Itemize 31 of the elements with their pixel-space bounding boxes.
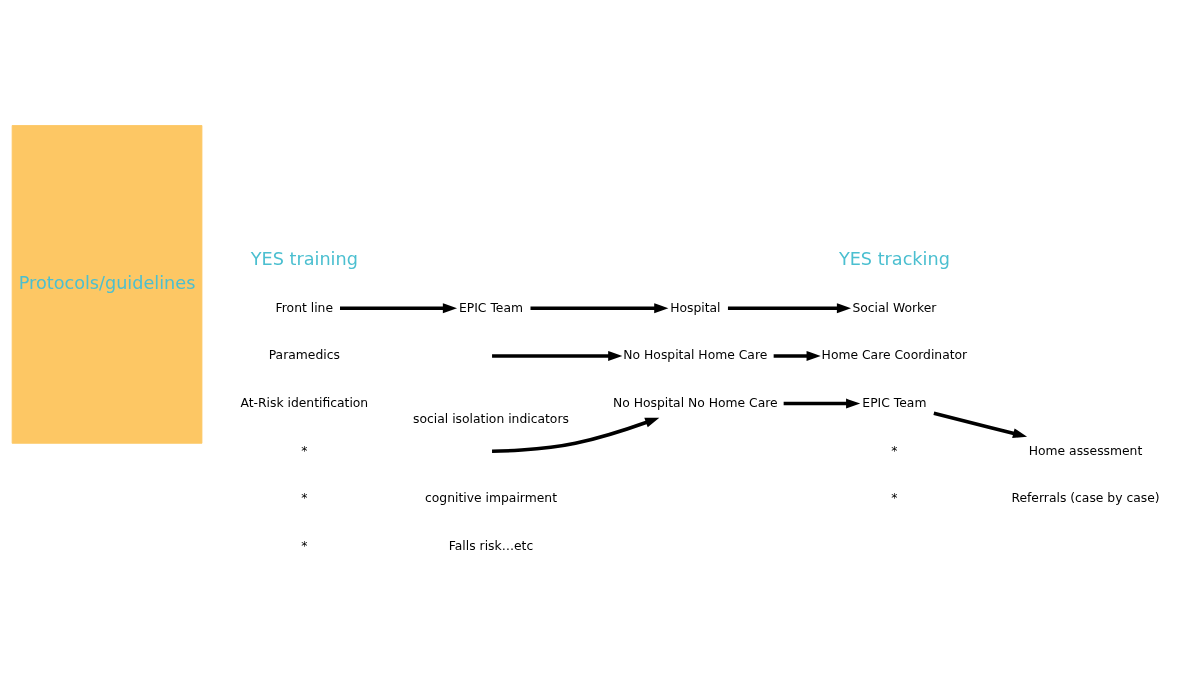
- node-text: Social Worker: [852, 300, 937, 315]
- label: At-Risk identification: [240, 395, 369, 410]
- arrow: [492, 350, 623, 361]
- node-text: No Hospital No Home Care: [613, 395, 778, 410]
- node-text: Front line: [275, 300, 334, 315]
- label: *: [301, 538, 308, 553]
- label: *: [891, 443, 898, 458]
- arrow: [933, 411, 1028, 438]
- arrow: [530, 302, 669, 313]
- node-text: Referrals (case by case): [1011, 490, 1160, 505]
- arrow: [340, 302, 458, 313]
- arrow: [783, 398, 861, 409]
- node-text: EPIC Team: [458, 300, 524, 315]
- label: Falls risk…etc: [448, 538, 534, 553]
- label: *: [301, 490, 308, 505]
- label: cognitive impairment: [425, 490, 557, 505]
- label: *: [891, 490, 898, 505]
- arrow: [727, 302, 852, 313]
- label: YES tracking: [838, 248, 950, 269]
- node-box: Protocols/guidelines: [11, 124, 203, 444]
- node-text: No Hospital Home Care: [623, 347, 768, 362]
- node-text: Home Care Coordinator: [821, 347, 968, 362]
- label: Paramedics: [268, 347, 340, 362]
- node-text: Home assessment: [1028, 443, 1143, 458]
- node-text: EPIC Team: [862, 395, 927, 410]
- label: *: [301, 443, 308, 458]
- node-text: Hospital: [670, 300, 721, 315]
- arrow: [492, 417, 660, 453]
- label: social isolation indicators: [413, 411, 569, 426]
- label: YES training: [250, 248, 358, 269]
- arrow: [773, 350, 821, 361]
